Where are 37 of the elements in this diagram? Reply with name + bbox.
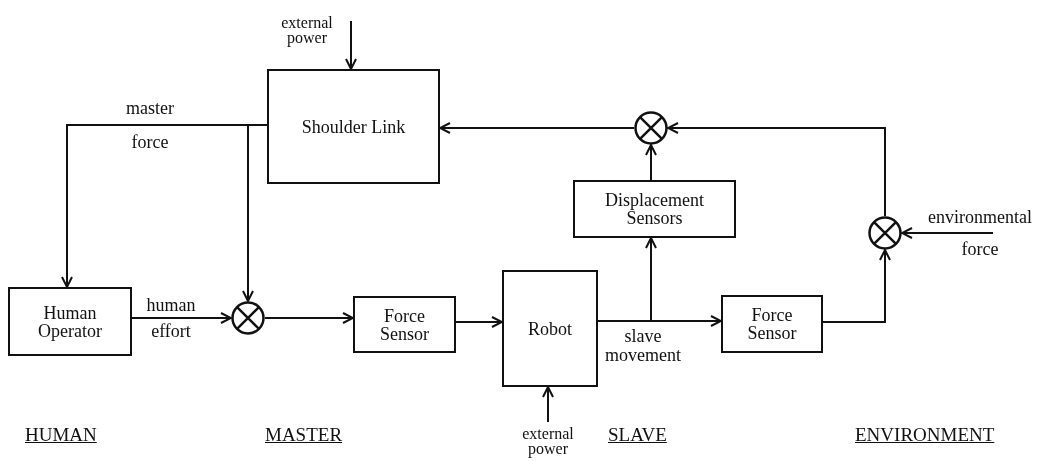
process-box bbox=[502, 270, 598, 387]
arrow bbox=[667, 122, 886, 217]
edge-label: master force bbox=[125, 97, 175, 154]
zone-heading: HUMAN bbox=[25, 424, 97, 446]
arrow bbox=[822, 249, 891, 323]
box-label: Human Operator bbox=[37, 303, 103, 340]
zone-heading: SLAVE bbox=[608, 424, 667, 446]
box-label: Shoulder Link bbox=[301, 117, 406, 136]
arrow bbox=[542, 386, 554, 423]
process-box bbox=[573, 180, 736, 238]
box-label: Force Sensor bbox=[746, 306, 798, 342]
edge-label: environmental force bbox=[927, 206, 1033, 261]
box-label: Displacement Sensors bbox=[604, 191, 705, 227]
summing-junction bbox=[231, 301, 265, 335]
arrow bbox=[131, 312, 232, 324]
edge-label: slave movement bbox=[604, 327, 682, 365]
input-label: external power bbox=[521, 425, 575, 457]
arrow bbox=[439, 122, 635, 134]
edge-label: human effort bbox=[145, 294, 197, 343]
arrow bbox=[597, 237, 657, 322]
arrow bbox=[242, 124, 268, 302]
arrow bbox=[645, 144, 657, 181]
arrow bbox=[264, 312, 354, 324]
arrow bbox=[345, 21, 357, 70]
input-label: external power bbox=[280, 14, 334, 46]
summing-junction bbox=[634, 111, 668, 145]
summing-junction bbox=[868, 216, 902, 250]
process-box bbox=[721, 295, 823, 353]
process-box bbox=[353, 296, 456, 353]
zone-heading: ENVIRONMENT bbox=[855, 424, 995, 446]
arrow bbox=[901, 227, 994, 239]
process-box bbox=[8, 287, 132, 356]
process-box bbox=[267, 69, 440, 184]
arrow bbox=[455, 316, 503, 328]
box-label: Robot bbox=[528, 319, 572, 338]
box-label: Force Sensor bbox=[379, 306, 430, 343]
zone-heading: MASTER bbox=[265, 424, 343, 446]
